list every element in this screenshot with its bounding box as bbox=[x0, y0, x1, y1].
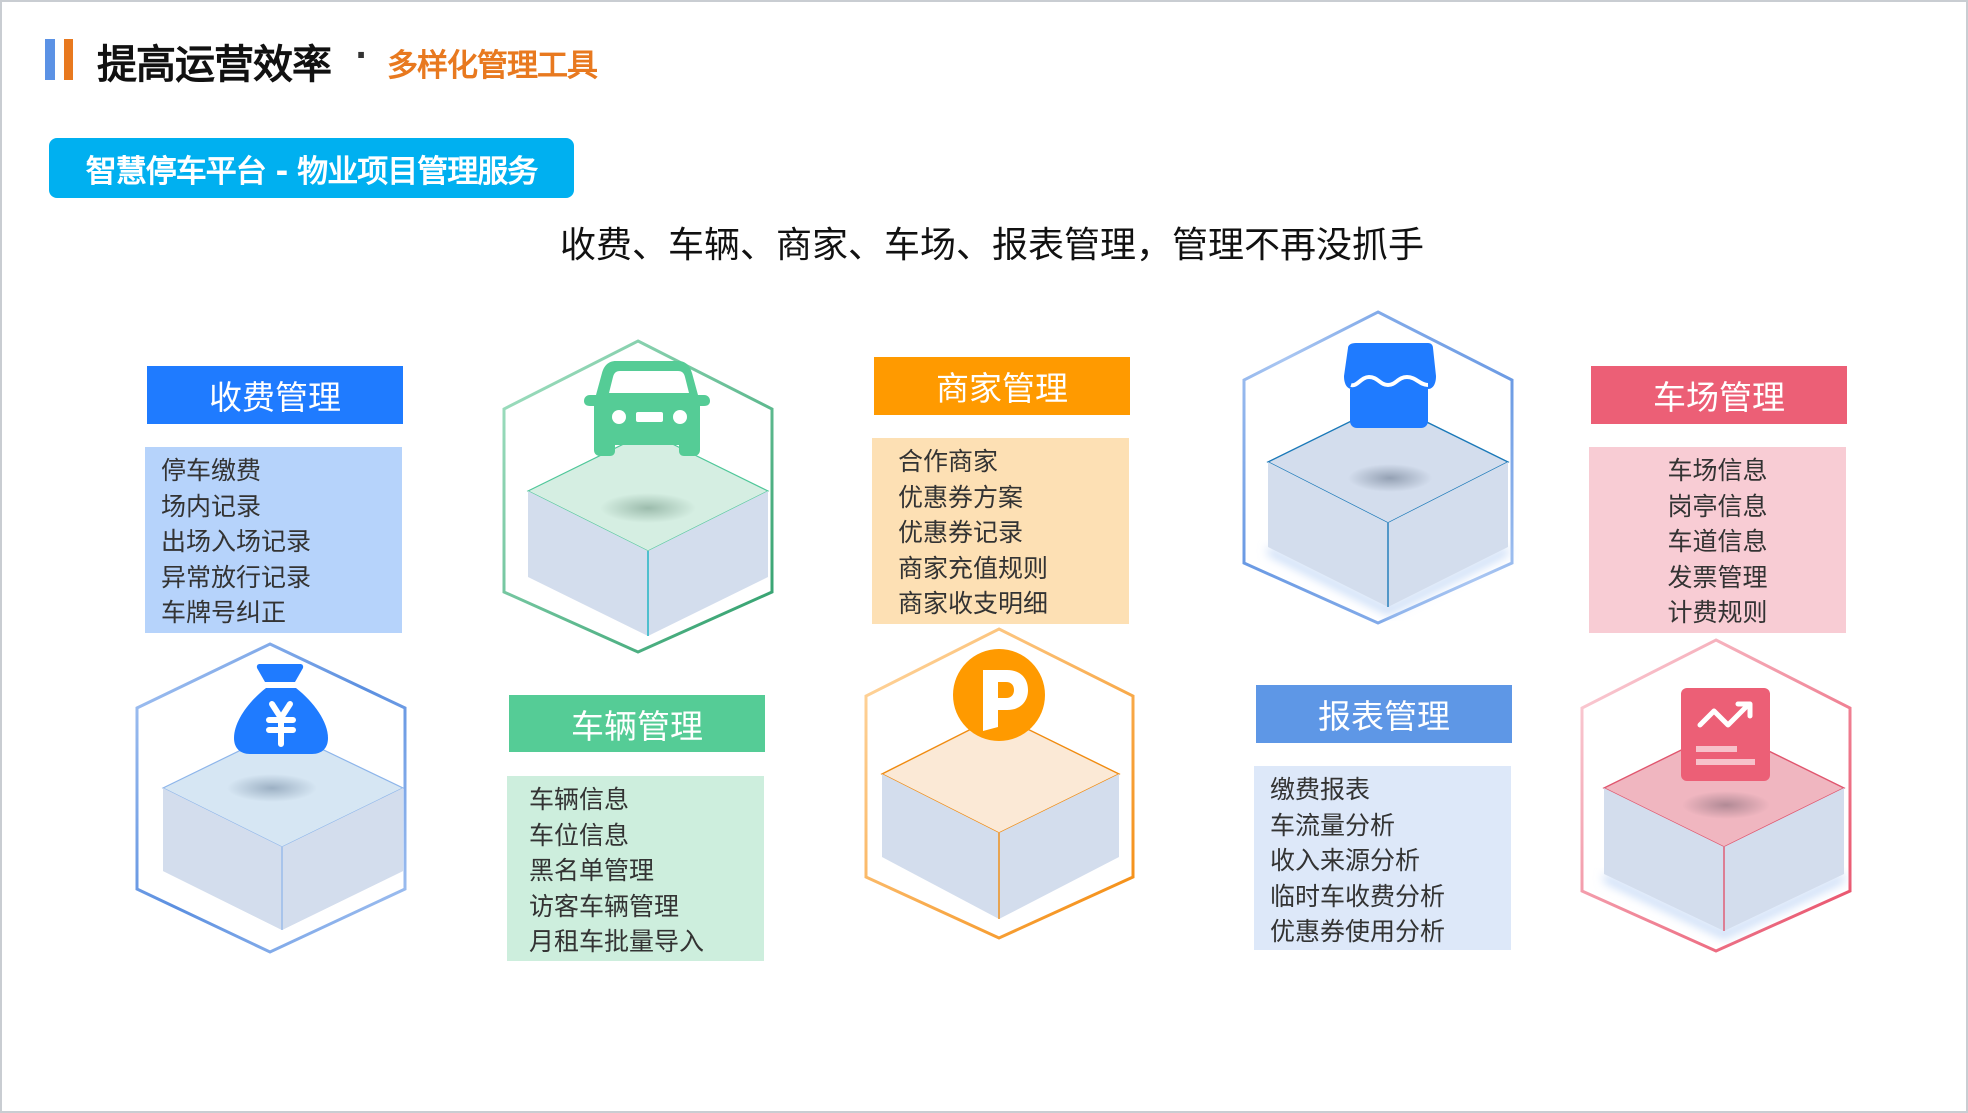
report-chart-icon bbox=[1681, 688, 1770, 781]
list-item: 优惠券记录 bbox=[898, 518, 1024, 547]
list-item: 商家收支明细 bbox=[898, 589, 1049, 618]
list-item: 临时车收费分析 bbox=[1270, 881, 1446, 911]
list-item: 优惠券方案 bbox=[898, 482, 1024, 512]
list-item: 优惠券使用分析 bbox=[1270, 917, 1446, 946]
list-item: 车场信息 bbox=[1667, 456, 1768, 485]
vehicle-hexagon-illustration bbox=[502, 339, 774, 654]
list-item: 黑名单管理 bbox=[529, 856, 655, 885]
list-item: 合作商家 bbox=[898, 447, 999, 476]
title-separator: · bbox=[355, 36, 368, 74]
accent-bar-orange bbox=[64, 39, 73, 80]
list-item: 缴费报表 bbox=[1270, 775, 1371, 804]
storefront-hexagon-illustration bbox=[1242, 310, 1514, 625]
page-title: 提高运营效率 bbox=[97, 42, 332, 88]
report-management-list: 缴费报表 车流量分析 收入来源分析 临时车收费分析 优惠券使用分析 bbox=[1254, 766, 1511, 950]
fee-hexagon-illustration bbox=[135, 642, 407, 954]
report-hexagon-illustration bbox=[1580, 638, 1852, 953]
money-bag-yen-icon bbox=[234, 664, 328, 754]
accent-bar-blue bbox=[45, 39, 55, 80]
list-item: 停车缴费 bbox=[161, 456, 262, 485]
lot-management-title: 车场管理 bbox=[1591, 366, 1847, 424]
tagline: 收费、车辆、商家、车场、报表管理，管理不再没抓手 bbox=[559, 225, 1424, 266]
list-item: 岗亭信息 bbox=[1667, 491, 1768, 521]
merchant-hexagon-illustration bbox=[864, 627, 1135, 940]
storefront-icon bbox=[1344, 343, 1436, 428]
list-item: 收入来源分析 bbox=[1270, 846, 1421, 875]
list-item: 车道信息 bbox=[1667, 527, 1768, 556]
merchant-management-list: 合作商家 优惠券方案 优惠券记录 商家充值规则 商家收支明细 bbox=[872, 438, 1129, 624]
list-item: 车位信息 bbox=[529, 820, 630, 850]
list-item: 出场入场记录 bbox=[161, 527, 312, 556]
list-item: 月租车批量导入 bbox=[529, 927, 705, 956]
page-subtitle: 多样化管理工具 bbox=[387, 48, 598, 84]
list-item: 场内记录 bbox=[161, 491, 262, 521]
list-item: 车辆信息 bbox=[529, 785, 630, 814]
list-item: 计费规则 bbox=[1667, 598, 1768, 627]
list-item: 异常放行记录 bbox=[161, 562, 312, 592]
list-item: 发票管理 bbox=[1667, 562, 1768, 592]
vehicle-management-title: 车辆管理 bbox=[509, 695, 765, 752]
vehicle-management-list: 车辆信息 车位信息 黑名单管理 访客车辆管理 月租车批量导入 bbox=[507, 776, 764, 961]
parking-p-icon bbox=[953, 649, 1045, 741]
list-item: 访客车辆管理 bbox=[529, 891, 680, 921]
lot-management-list: 车场信息 岗亭信息 车道信息 发票管理 计费规则 bbox=[1589, 447, 1846, 633]
list-item: 商家充值规则 bbox=[898, 553, 1049, 583]
report-management-title: 报表管理 bbox=[1256, 685, 1512, 743]
merchant-management-title: 商家管理 bbox=[874, 357, 1130, 415]
fee-management-title: 收费管理 bbox=[147, 366, 403, 424]
platform-banner: 智慧停车平台 - 物业项目管理服务 bbox=[49, 138, 574, 198]
car-icon bbox=[584, 361, 710, 456]
fee-management-list: 停车缴费 场内记录 出场入场记录 异常放行记录 车牌号纠正 bbox=[145, 447, 402, 633]
list-item: 车流量分析 bbox=[1270, 810, 1396, 840]
list-item: 车牌号纠正 bbox=[161, 598, 287, 627]
